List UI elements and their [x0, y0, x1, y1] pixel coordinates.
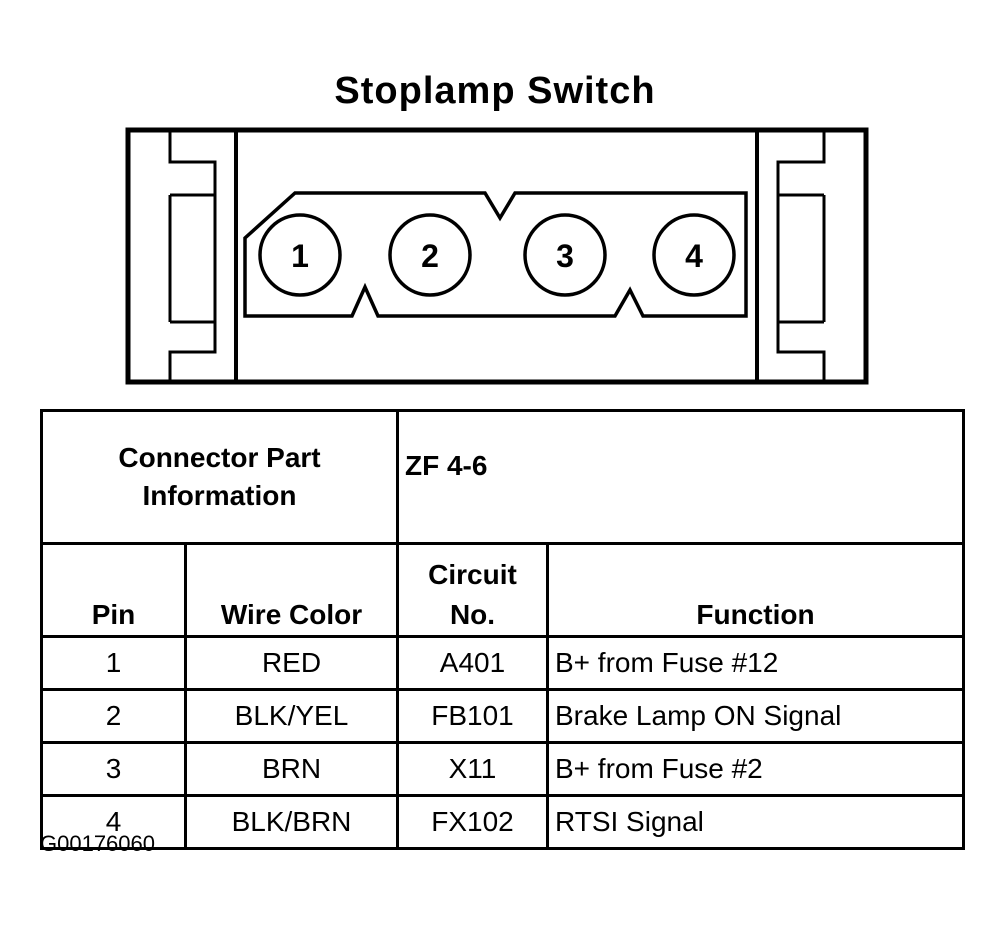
right-latch-bracket-bottom — [776, 320, 826, 380]
cell-pin: 2 — [40, 688, 187, 744]
connector-info-label-line1: Connector Part — [118, 442, 321, 473]
cell-function: Brake Lamp ON Signal — [546, 688, 965, 744]
table-row: 1 RED A401 B+ from Fuse #12 — [40, 635, 965, 691]
cell-pin: 3 — [40, 741, 187, 797]
left-latch-bracket-bottom — [168, 320, 217, 380]
connector-info-label: Connector Part Information — [40, 409, 399, 545]
header-circuit-line2: No. — [449, 599, 496, 630]
cell-circuit: X11 — [396, 741, 549, 797]
pin-2-label: 2 — [421, 238, 439, 274]
connector-info-label-line2: Information — [142, 480, 297, 511]
cell-wire-color: BRN — [184, 741, 399, 797]
cell-function: B+ from Fuse #12 — [546, 635, 965, 691]
connector-face-drawing: 1 2 3 4 — [125, 127, 869, 385]
cell-pin: 4 — [40, 794, 187, 850]
cell-circuit: A401 — [396, 635, 549, 691]
cell-circuit: FB101 — [396, 688, 549, 744]
pin-1-label: 1 — [291, 238, 309, 274]
connector-housing — [125, 127, 869, 385]
pinout-table: Connector Part Information ZF 4-6 Pin Wi… — [40, 409, 965, 850]
table-row: 3 BRN X11 B+ from Fuse #2 — [40, 741, 965, 797]
cell-wire-color: BLK/BRN — [184, 794, 399, 850]
figure-code: G00176060 — [40, 831, 155, 856]
cell-pin: 1 — [40, 635, 187, 691]
left-latch-bracket-top — [168, 132, 217, 197]
header-function: Function — [546, 542, 965, 638]
header-wire-color: Wire Color — [184, 542, 399, 638]
table-row: 4 BLK/BRN FX102 RTSI Signal — [40, 794, 965, 850]
cell-function: RTSI Signal — [546, 794, 965, 850]
header-pin: Pin — [40, 542, 187, 638]
header-circuit: Circuit No. — [396, 542, 549, 638]
table-header-row: Pin Wire Color Circuit No. Function — [40, 542, 965, 638]
pin-3-label: 3 — [556, 238, 574, 274]
pin-cavity-outline — [243, 191, 748, 318]
cell-function: B+ from Fuse #2 — [546, 741, 965, 797]
connector-info-row: Connector Part Information ZF 4-6 — [40, 409, 965, 545]
pin-4-label: 4 — [685, 238, 703, 274]
pin-2-circle — [388, 213, 472, 297]
pin-1-circle — [258, 213, 342, 297]
cell-circuit: FX102 — [396, 794, 549, 850]
cell-wire-color: BLK/YEL — [184, 688, 399, 744]
pin-3-circle — [523, 213, 607, 297]
right-latch-bracket-top — [776, 132, 826, 197]
table-row: 2 BLK/YEL FB101 Brake Lamp ON Signal — [40, 688, 965, 744]
pin-4-circle — [652, 213, 736, 297]
header-circuit-line1: Circuit — [428, 559, 517, 590]
diagram-title: Stoplamp Switch — [334, 70, 656, 112]
cell-wire-color: RED — [184, 635, 399, 691]
connector-part-number: ZF 4-6 — [396, 409, 965, 545]
